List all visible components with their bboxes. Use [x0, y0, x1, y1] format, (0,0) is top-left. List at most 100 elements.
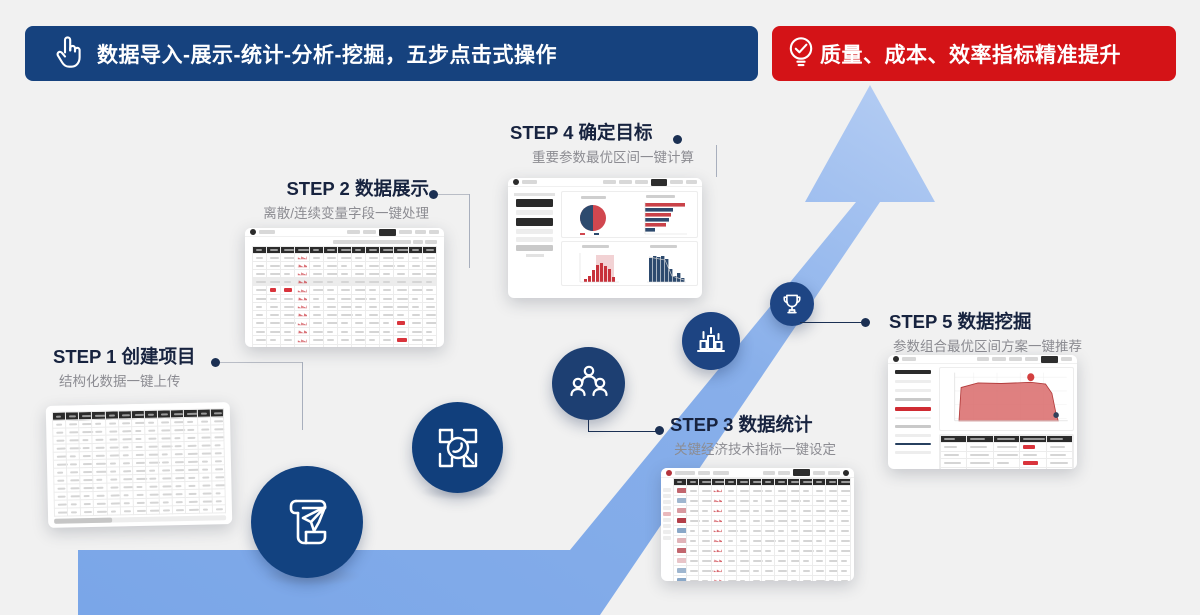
table-row [251, 261, 438, 270]
mini-histogram [713, 499, 723, 503]
hand-pointer-icon [51, 33, 85, 74]
table-row [673, 555, 851, 566]
area-chart [954, 372, 1068, 422]
mini-histogram [297, 339, 307, 342]
table-header-row [251, 246, 438, 254]
mini-histogram [297, 264, 307, 268]
pie-chart [580, 205, 607, 235]
mini-histogram [713, 539, 723, 543]
mini-histogram [713, 509, 723, 513]
step3-label: STEP 3 数据统计 关键经济技术指标一键设定 [670, 414, 836, 458]
step2-label: STEP 2 数据展示 离散/连续变量字段一键处理 [187, 178, 429, 222]
step5-label: STEP 5 数据挖掘 参数组合最优区间方案一键推荐 [889, 311, 1082, 355]
step3-subtitle: 关键经济技术指标一键设定 [674, 442, 836, 458]
step3-screenshot[interactable] [661, 468, 854, 581]
table-header-row [939, 435, 1074, 443]
step5-screenshot[interactable] [888, 355, 1077, 469]
mini-histogram [297, 280, 307, 284]
table-row [251, 310, 438, 319]
table-row [673, 565, 851, 576]
step2-connector-vertical [469, 194, 470, 268]
table-row [673, 515, 851, 526]
step5-title: STEP 5 数据挖掘 [889, 311, 1032, 332]
table-row [673, 535, 851, 546]
mini-histogram [713, 559, 723, 563]
table-row [673, 505, 851, 516]
step-circle-1[interactable] [251, 466, 363, 578]
step-circle-5[interactable] [770, 282, 814, 326]
mini-histogram [713, 489, 723, 493]
scheme-sidebar[interactable] [891, 367, 935, 457]
table-row [251, 344, 438, 347]
table-row [673, 485, 852, 496]
mini-histogram [713, 569, 723, 573]
banner-blue-text: 数据导入-展示-统计-分析-挖掘，五步点击式操作 [97, 43, 557, 67]
table-row [673, 525, 851, 536]
table-row [251, 318, 438, 328]
table-row [251, 253, 438, 262]
step1-dot [211, 358, 220, 367]
mini-histogram [297, 272, 307, 276]
step3-connector [588, 420, 659, 432]
step2-dot [429, 190, 438, 199]
table-header-row [673, 478, 851, 486]
table-row [939, 467, 1074, 469]
table-row [251, 285, 438, 295]
mini-histogram [297, 313, 307, 317]
table-row [251, 302, 438, 311]
step5-connector [800, 322, 864, 323]
scroll-paperplane-icon [289, 499, 327, 545]
step1-title: STEP 1 创建项目 [53, 346, 196, 367]
step-circle-3[interactable] [552, 347, 625, 420]
step4-label: STEP 4 确定目标 重要参数最优区间一键计算 [510, 122, 694, 166]
table-row [673, 495, 851, 506]
table-row [939, 451, 1074, 459]
step5-subtitle: 参数组合最优区间方案一键推荐 [893, 339, 1082, 355]
mini-histogram [297, 322, 307, 325]
mini-histogram [713, 519, 723, 523]
banner-blue: 数据导入-展示-统计-分析-挖掘，五步点击式操作 [25, 26, 758, 81]
banner-red: 质量、成本、效率指标精准提升 [772, 26, 1176, 81]
mini-histogram [297, 345, 308, 347]
step5-dot [861, 318, 870, 327]
step3-dot [655, 426, 664, 435]
step1-subtitle: 结构化数据一键上传 [59, 374, 181, 390]
mini-histogram [297, 305, 307, 309]
upward-growth-arrow [78, 85, 935, 615]
dashboard-form-panel[interactable] [512, 191, 557, 284]
table-row [251, 327, 438, 336]
mini-histogram [297, 256, 307, 260]
step1-screenshot[interactable] [45, 402, 233, 528]
charts-row-bottom [561, 241, 698, 286]
step4-dot [673, 135, 682, 144]
people-group-icon [569, 365, 608, 396]
results-table-panel[interactable] [939, 434, 1074, 469]
app-logo-icon [250, 229, 256, 235]
area-chart-panel [939, 367, 1074, 431]
step4-subtitle: 重要参数最优区间一键计算 [532, 150, 694, 166]
step-circle-2[interactable] [412, 402, 503, 493]
table-row [673, 545, 852, 556]
mini-histogram [713, 549, 723, 553]
mini-histogram [297, 330, 307, 334]
step2-screenshot[interactable] [245, 228, 444, 347]
step4-title: STEP 4 确定目标 [510, 122, 653, 143]
red-histogram [579, 253, 619, 283]
navy-histogram [647, 256, 687, 283]
table-row [251, 294, 438, 303]
charts-row-top [561, 191, 698, 238]
check-circle-bulb-icon [786, 34, 816, 73]
banner-red-text: 质量、成本、效率指标精准提升 [820, 43, 1121, 67]
table-row [251, 335, 438, 345]
step2-connector [438, 194, 470, 195]
step3-title: STEP 3 数据统计 [670, 414, 813, 435]
step-circle-4[interactable] [682, 312, 740, 370]
data-blocks-magnifier-icon [438, 428, 477, 467]
step4-connector-vertical [716, 145, 717, 177]
table-row [251, 269, 438, 278]
step4-screenshot[interactable] [508, 178, 702, 298]
horizontal-scrollbar[interactable] [54, 515, 227, 524]
step1-connector [220, 362, 303, 363]
table-row [673, 575, 851, 581]
